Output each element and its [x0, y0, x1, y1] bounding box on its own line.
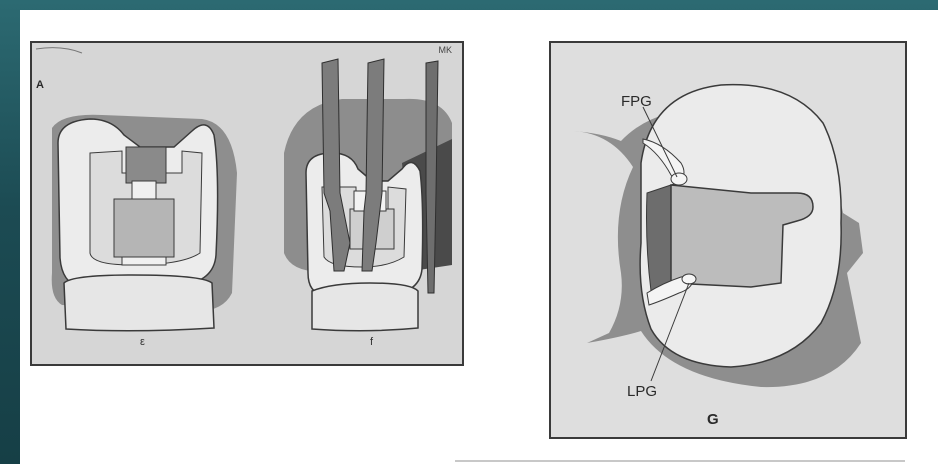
left-tooth-cavity-top: [126, 147, 166, 183]
panel-label-a: A: [36, 79, 44, 91]
left-tooth-cavity: [114, 199, 174, 257]
corner-label-mk: MK: [439, 45, 453, 55]
label-lpg: LPG: [627, 383, 657, 400]
occlusal-view-drawing: [551, 43, 907, 439]
right-tooth-root: [312, 283, 418, 331]
facial-groove-notch: [671, 173, 687, 185]
tooth-cross-section-drawing: ε f: [32, 43, 464, 366]
left-tooth-cavity-base: [122, 257, 166, 265]
label-fpg: FPG: [621, 93, 652, 110]
panel-label-g: G: [707, 411, 719, 428]
right-tooth-caption: f: [370, 336, 374, 348]
occlusal-view-figure: FPG LPG G: [549, 41, 907, 439]
left-tooth-caption: ε: [140, 336, 145, 348]
bottom-divider: [455, 460, 905, 462]
corner-scribble: [36, 48, 82, 53]
left-tooth-cavity-neck: [132, 181, 156, 199]
tooth-cross-section-figure: ε f A MK: [30, 41, 464, 366]
lingual-groove-notch: [682, 274, 696, 284]
left-tooth-root: [64, 275, 214, 331]
